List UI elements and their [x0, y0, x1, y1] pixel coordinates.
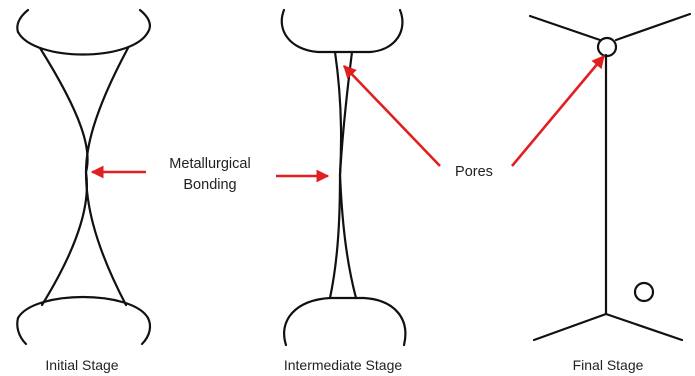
initial-bottom-particle — [18, 297, 148, 318]
final-grain-boundary-upper-left — [530, 16, 600, 40]
pores-label: Pores — [455, 164, 493, 180]
initial-bottom-particle-right-edge — [142, 318, 150, 344]
pores-arrow-intermediate — [344, 66, 440, 166]
initial-stage-panel — [17, 10, 150, 344]
initial-neck-right — [86, 48, 128, 305]
stage-label-final: Final Stage — [573, 357, 644, 373]
stage-label-initial: Initial Stage — [45, 357, 118, 373]
intermediate-neck-right — [340, 52, 356, 298]
intermediate-bottom-particle — [284, 298, 405, 345]
bonding-label-line2: Bonding — [183, 177, 236, 193]
initial-top-particle-left-edge — [17, 10, 28, 32]
intermediate-top-particle — [282, 10, 403, 52]
final-pore-junction — [598, 38, 616, 56]
initial-top-particle-right-edge — [140, 10, 150, 32]
initial-top-particle — [18, 32, 148, 55]
final-grain-boundary-upper-right — [616, 14, 690, 40]
final-grain-boundary-lower-left — [534, 314, 606, 340]
initial-bottom-particle-left-edge — [17, 318, 26, 344]
intermediate-stage-panel — [282, 10, 406, 345]
initial-neck-left — [40, 48, 88, 305]
final-stage-panel — [530, 14, 690, 340]
stage-label-intermediate: Intermediate Stage — [284, 357, 403, 373]
pores-arrow-final — [512, 56, 604, 166]
bonding-label-line1: Metallurgical — [169, 156, 250, 172]
final-grain-boundary-lower-right — [606, 314, 682, 340]
final-pore-isolated — [635, 283, 653, 301]
